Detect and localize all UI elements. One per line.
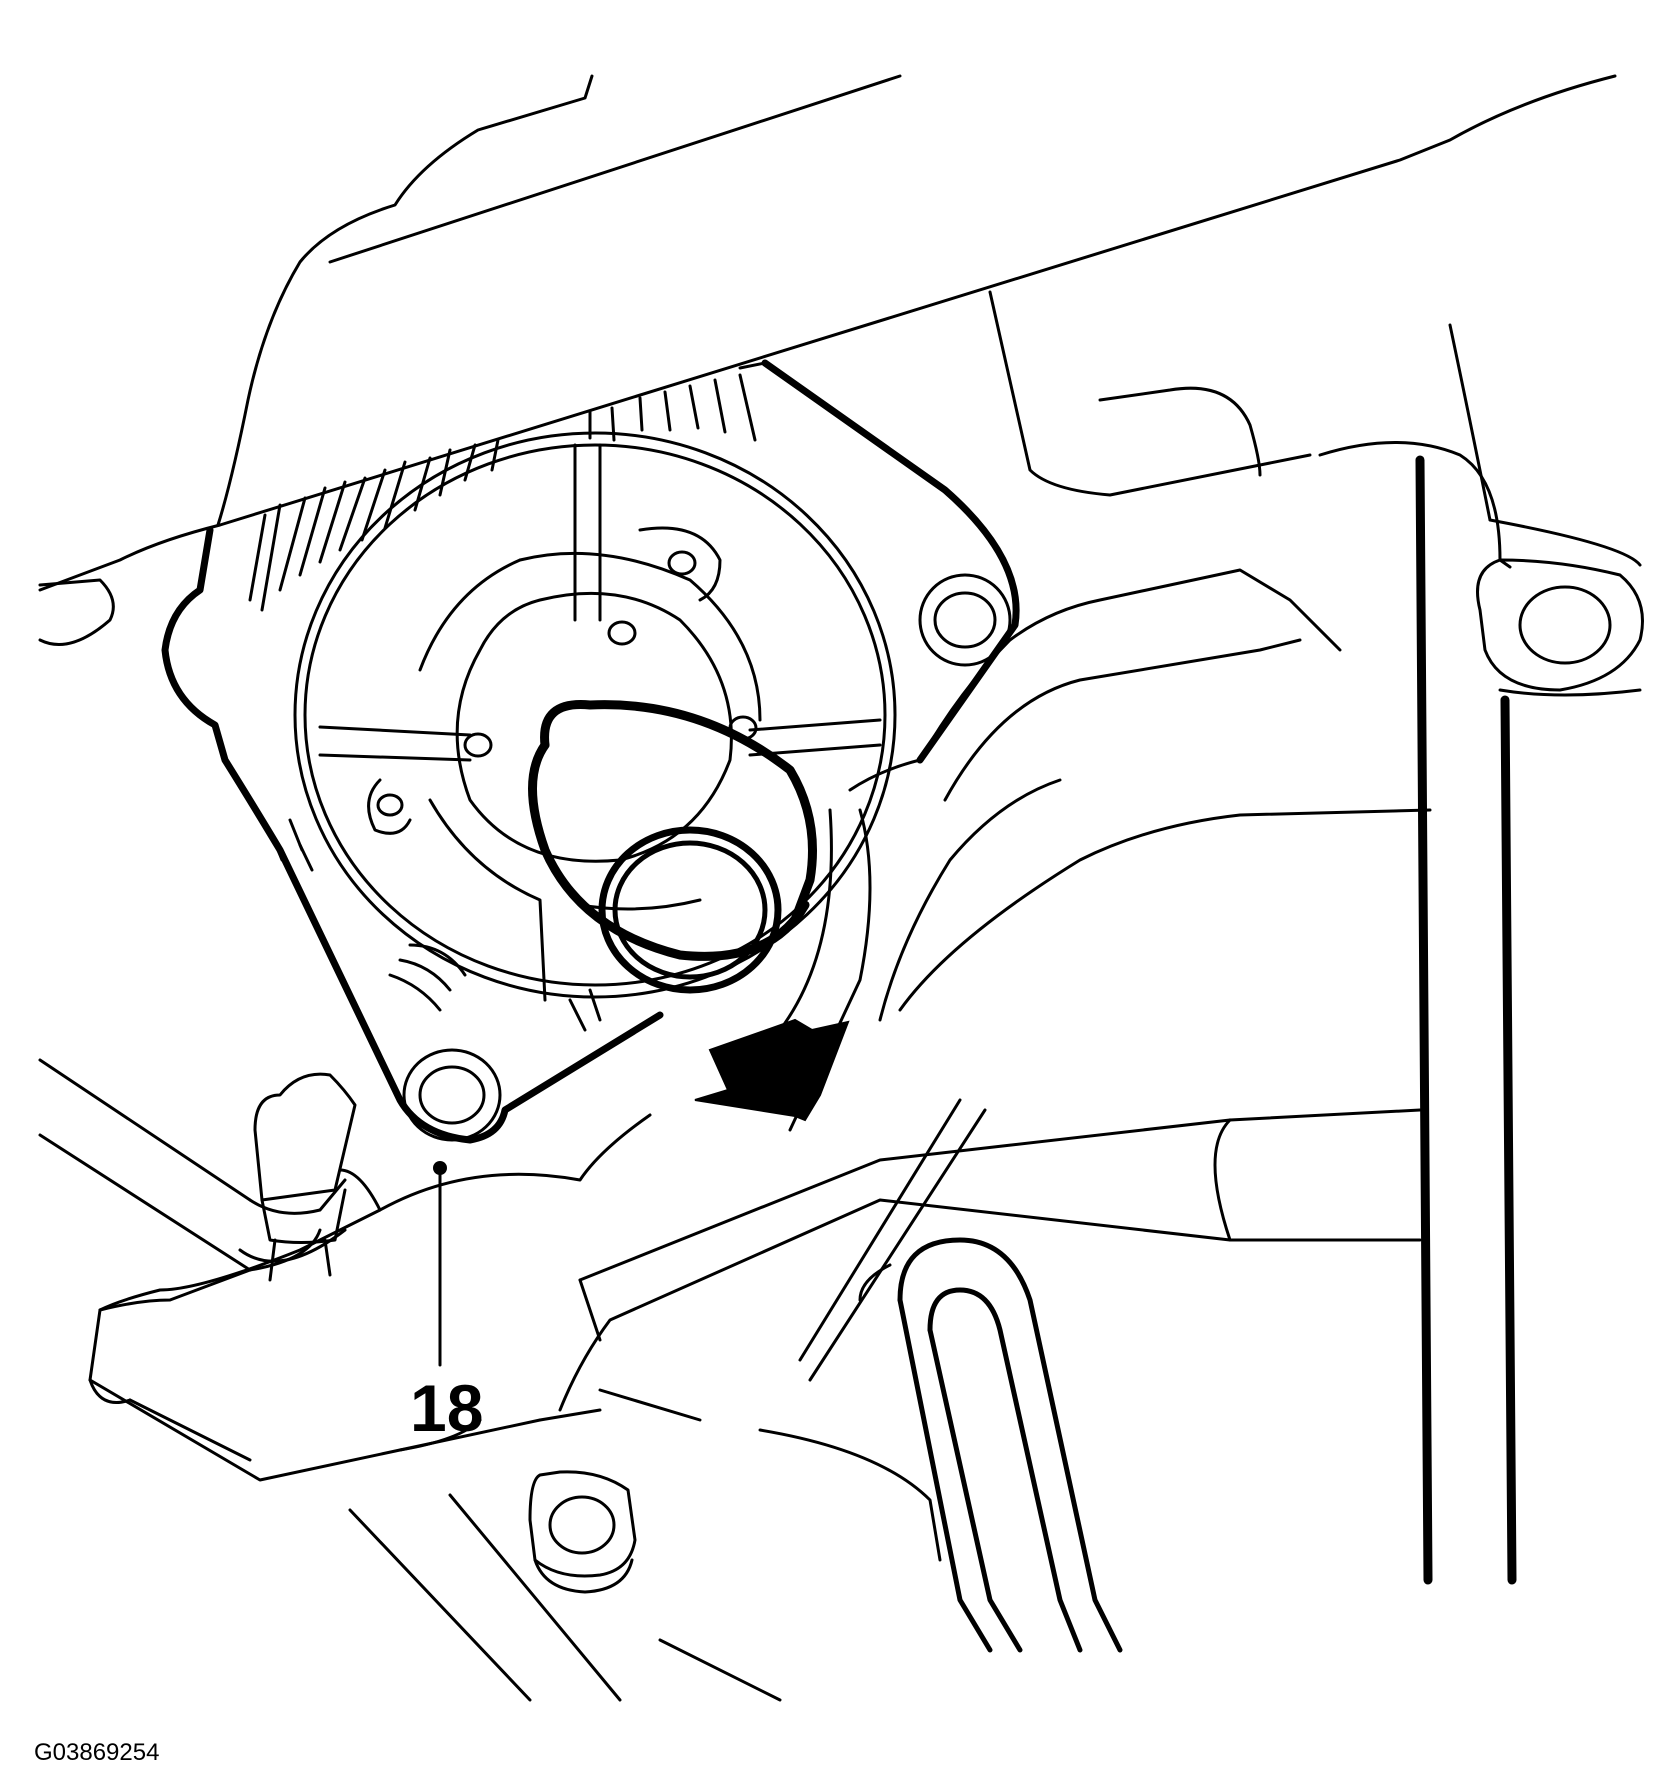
right-bolt-boss — [1476, 558, 1644, 697]
callout-number: 18 — [410, 1371, 483, 1445]
figure-id: G03869254 — [34, 1739, 159, 1766]
u-tube — [858, 1237, 1123, 1653]
outlet-pipe — [528, 700, 817, 994]
removal-direction-arrow — [694, 1018, 850, 1122]
callout-dot — [433, 1161, 447, 1175]
lower-manifold — [38, 568, 1432, 1702]
pump-body — [293, 431, 897, 1002]
callout-leader — [433, 1161, 447, 1367]
upper-housing — [38, 74, 1642, 646]
cooling-fins — [248, 373, 757, 1032]
pump-flange — [161, 359, 1020, 1144]
vertical-rods — [1415, 455, 1517, 1585]
flange-bolts — [402, 573, 1012, 1142]
lower-bolt — [528, 1470, 637, 1594]
